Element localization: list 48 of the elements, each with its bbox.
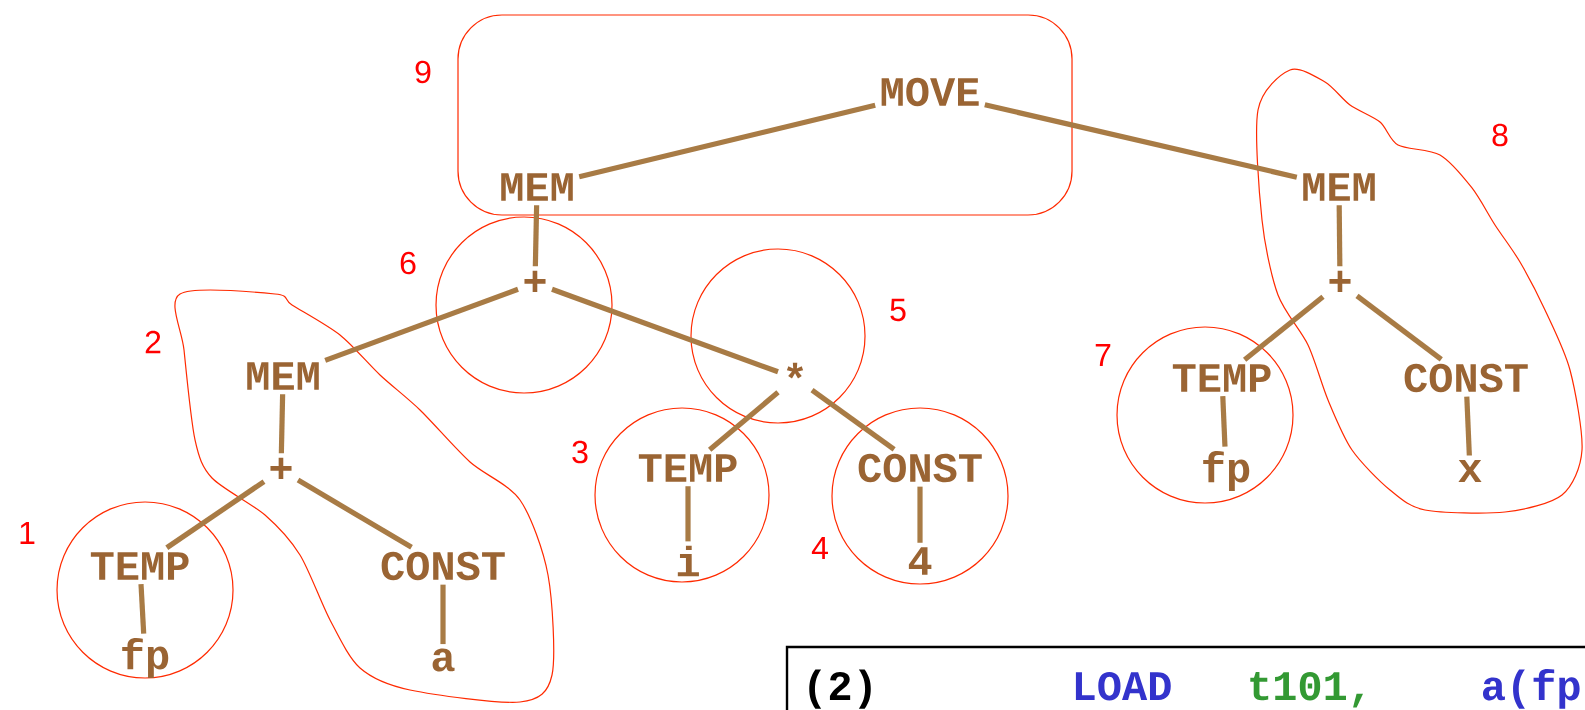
tree-branch [708,390,780,452]
tree-label: MOVE [881,77,979,107]
tree-label: 4 [908,547,932,575]
tree-branch [296,477,413,550]
tile-number: 9 [415,60,431,84]
tile-number: 3 [572,440,588,464]
tree-branch [1336,205,1343,267]
tree-branch [917,486,923,543]
tree-label: CONST [858,453,982,483]
tile-number: 7 [1095,343,1111,366]
tree-label: MEM [247,362,319,390]
tree-branch [1220,396,1228,447]
tree-label: fp [122,638,169,678]
tree-label: i [677,545,699,577]
tile-number: 5 [890,298,906,322]
tree-label: x [1458,459,1482,483]
tree-branch [551,286,779,375]
tree-branch [578,102,876,180]
tree-branch [1243,294,1325,362]
tree-label: TEMP [638,454,737,482]
tree-label: CONST [381,551,505,581]
tree-branch [1464,396,1472,456]
tree-label: TEMP [90,552,189,580]
tree-branch [324,286,519,363]
code-box: (2) LOAD t101, a(fp [785,645,1585,710]
tree-label: * [786,362,804,379]
tile-number: 4 [811,536,828,559]
tree-label: fp [1203,451,1250,491]
tile-number: 6 [400,251,416,275]
tile-number: 8 [1492,123,1508,147]
tree-label: TEMP [1172,364,1271,392]
tree-branch [440,584,446,645]
tree-branch [532,205,540,267]
tree-label: MEM [501,173,573,201]
tree-branch [810,388,896,452]
tree-label: + [1329,270,1351,292]
tile-number: 2 [145,330,161,354]
tree-label: + [524,270,546,292]
tree-label: + [270,457,292,479]
tile-number: 1 [20,521,35,544]
tree-branch [1355,293,1443,362]
tree-label: CONST [1404,363,1528,393]
tree-branch [165,479,266,550]
tree-branch [278,394,286,454]
tree-branch [138,584,147,634]
tree-label: a [432,648,455,672]
tree-label: MEM [1303,173,1375,201]
tree-branch [984,102,1298,180]
